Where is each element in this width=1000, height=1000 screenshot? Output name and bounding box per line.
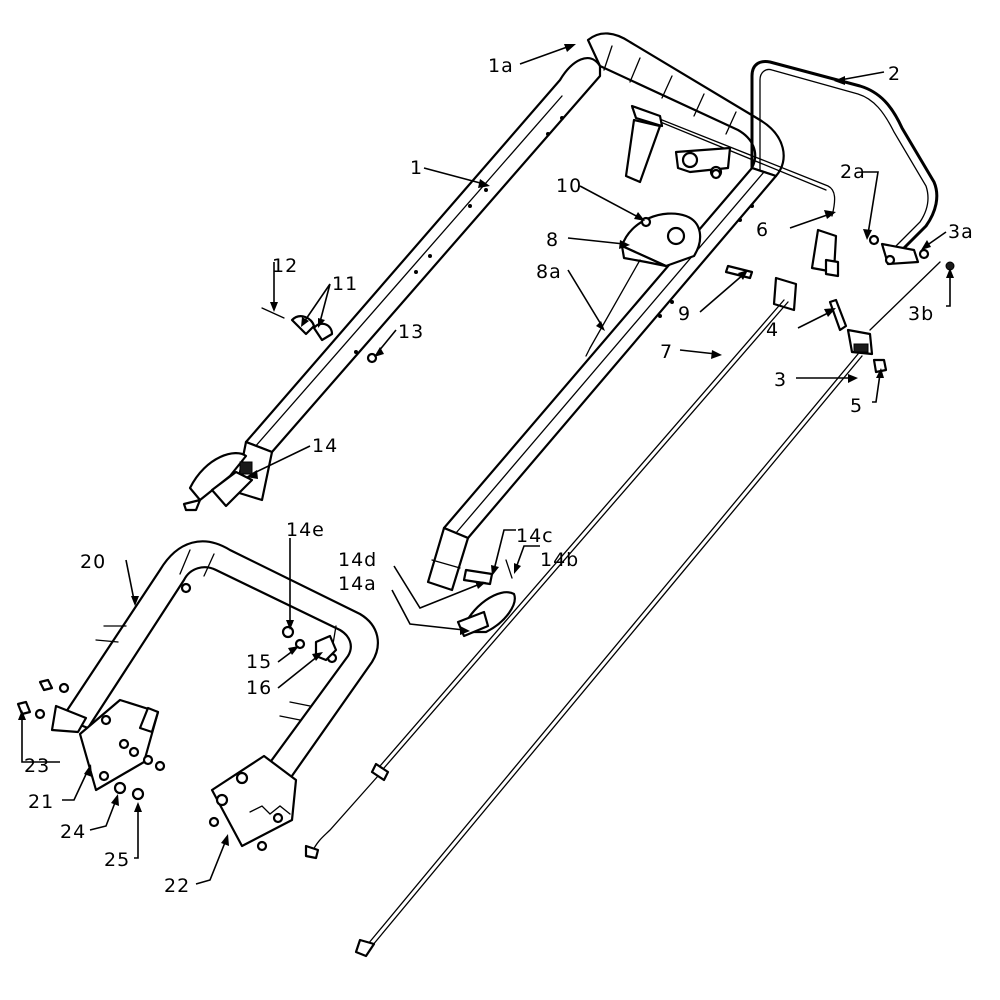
clamp-hardware [261,307,378,364]
label-8a: 8a [536,261,562,283]
throttle-cable [304,276,798,860]
label-25: 25 [104,849,130,871]
label-23: 23 [24,755,50,777]
label-14a: 14a [338,573,377,595]
label-2a: 2a [840,161,866,183]
label-3a: 3a [948,221,974,243]
label-14b: 14b [540,549,579,571]
label-1: 1 [410,157,423,179]
label-11: 11 [332,273,358,295]
cam-lever-left [182,452,254,512]
control-rod [630,104,840,278]
cam-lever-right [456,559,516,638]
label-14c: 14c [516,525,554,547]
label-10: 10 [556,175,582,197]
label-8: 8 [546,229,559,251]
throttle-lever [585,212,702,357]
label-24: 24 [60,821,86,843]
label-7: 7 [660,341,673,363]
label-21: 21 [28,791,54,813]
left-bracket [78,698,160,792]
part-labels: 1a 1 2 2a 3a 3b 10 8 8a 6 9 4 7 3 5 12 1… [24,55,974,897]
label-22: 22 [164,875,190,897]
label-20: 20 [80,551,106,573]
label-14e: 14e [286,519,325,541]
label-12: 12 [272,255,298,277]
label-2: 2 [888,63,901,85]
pivot-bracket [624,118,732,184]
label-9: 9 [678,303,691,325]
label-5: 5 [850,395,863,417]
bolts-washers [16,678,166,801]
label-16: 16 [246,677,272,699]
leader-lines [18,44,954,885]
right-bracket [208,754,298,852]
label-1a: 1a [488,55,514,77]
label-15: 15 [246,651,272,673]
label-14d: 14d [338,549,377,571]
control-cable [354,261,941,958]
label-6: 6 [756,219,769,241]
label-3b: 3b [908,303,934,325]
label-3: 3 [774,369,787,391]
bail-lever [750,60,939,266]
label-13: 13 [398,321,424,343]
label-4: 4 [766,319,779,341]
cable-guide [281,625,338,662]
label-14: 14 [312,435,338,457]
